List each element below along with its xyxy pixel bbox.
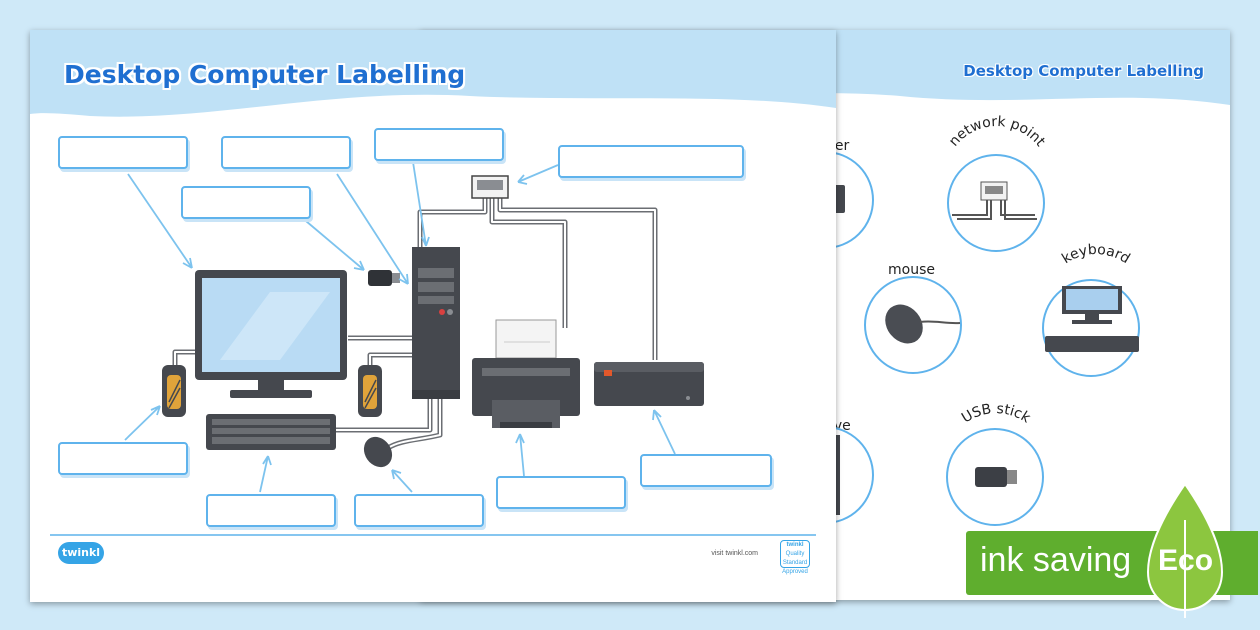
blank-label-box[interactable] — [558, 145, 744, 178]
hard-drive-illustration — [594, 362, 704, 406]
front-diagram — [30, 30, 836, 536]
keyboard-icon — [1045, 286, 1139, 352]
network-point-icon — [952, 181, 1037, 220]
eco-leaf-icon — [1146, 482, 1224, 618]
network-point-illustration — [471, 175, 509, 199]
twinkl-logo: twinkl — [58, 542, 104, 564]
circle-label: USB stick — [959, 401, 1034, 427]
printer-illustration — [472, 319, 580, 428]
circle-label: mouse — [888, 262, 935, 278]
svg-text:USB stick: USB stick — [959, 401, 1034, 427]
eco-label: Eco — [1158, 544, 1214, 577]
blank-label-box[interactable] — [640, 454, 772, 487]
computer-tower-illustration — [412, 247, 460, 399]
badge-brand: twinkl — [786, 542, 804, 548]
footer-url: visit twinkl.com — [711, 550, 758, 557]
blank-label-box[interactable] — [181, 186, 311, 219]
blank-label-box[interactable] — [496, 476, 626, 509]
front-header-wave — [30, 30, 836, 117]
mouse-illustration — [363, 436, 393, 468]
speaker-left-illustration — [162, 365, 186, 417]
back-page-title: Desktop Computer Labelling — [963, 62, 1204, 80]
circle-usb-stick: USB stick — [935, 401, 1060, 530]
page-title: Desktop Computer Labelling — [64, 60, 466, 89]
ink-saving-text: ink saving — [980, 541, 1132, 579]
mouse-icon — [885, 304, 961, 344]
circle-network-point: network point — [925, 114, 1065, 255]
monitor-illustration — [195, 270, 347, 398]
circle-keyboard: keyboard — [1030, 242, 1160, 385]
usb-stick-icon — [975, 467, 1017, 487]
quality-badge: twinkl Quality Standard Approved — [780, 540, 810, 575]
circle-mouse: mouse — [850, 260, 970, 380]
blank-label-box[interactable] — [221, 136, 351, 169]
blank-label-box[interactable] — [354, 494, 484, 527]
blank-label-box[interactable] — [58, 442, 188, 475]
front-worksheet-page: Desktop Computer Labelling twinkl visit … — [30, 30, 836, 602]
blank-label-box[interactable] — [58, 136, 188, 169]
badge-text: Quality Standard Approved — [782, 551, 808, 575]
blank-label-box[interactable] — [206, 494, 336, 527]
usb-stick-illustration — [368, 270, 400, 286]
blank-label-box[interactable] — [374, 128, 504, 161]
speaker-right-illustration — [358, 365, 382, 417]
pointer-arrows — [124, 161, 676, 493]
keyboard-illustration — [206, 414, 336, 450]
